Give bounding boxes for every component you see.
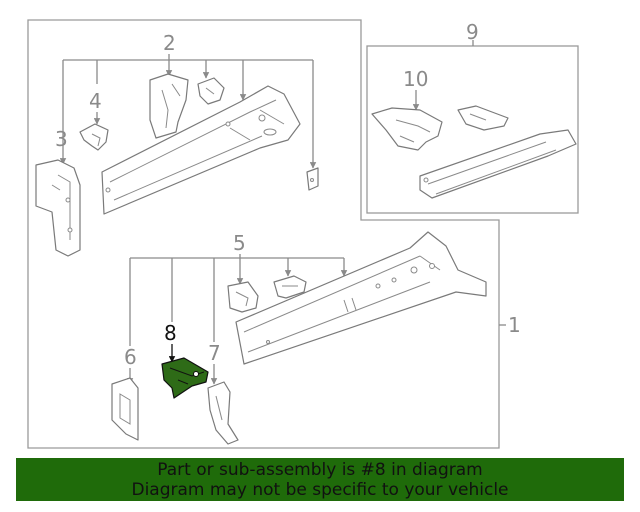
callout-4: 4 [89, 89, 102, 113]
banner-line-2: Diagram may not be specific to your vehi… [131, 480, 509, 500]
part-7-pillar [207, 381, 239, 445]
callout-6: 6 [124, 345, 137, 369]
part-6-panel [111, 377, 139, 441]
callout-5: 5 [233, 231, 246, 255]
callout-10: 10 [403, 67, 428, 91]
part-2-plate [306, 167, 319, 191]
info-banner: Part or sub-assembly is #8 in diagram Di… [16, 458, 624, 501]
callout-9: 9 [466, 20, 479, 44]
callout-2: 2 [163, 31, 176, 55]
part-2-stiffener [149, 73, 189, 139]
callout-7: 7 [208, 341, 221, 365]
upper-frame-rail [101, 85, 301, 215]
callout-3: 3 [55, 127, 68, 151]
assembly-1-frame [27, 19, 500, 449]
lower-frame-rail [235, 231, 487, 365]
part-9-mount [457, 105, 509, 131]
part-2-gusset [197, 77, 225, 105]
part-8-bracket [161, 357, 209, 399]
part-5-cap [227, 281, 259, 313]
part-4-clip [79, 123, 109, 151]
part-3-bracket [35, 159, 81, 257]
part-9-rail [419, 129, 577, 199]
part-10-bracket [371, 107, 443, 151]
part-5-bracket [273, 275, 307, 299]
callout-1: 1 [508, 313, 521, 337]
callout-8: 8 [164, 321, 177, 345]
banner-line-1: Part or sub-assembly is #8 in diagram [157, 460, 483, 480]
